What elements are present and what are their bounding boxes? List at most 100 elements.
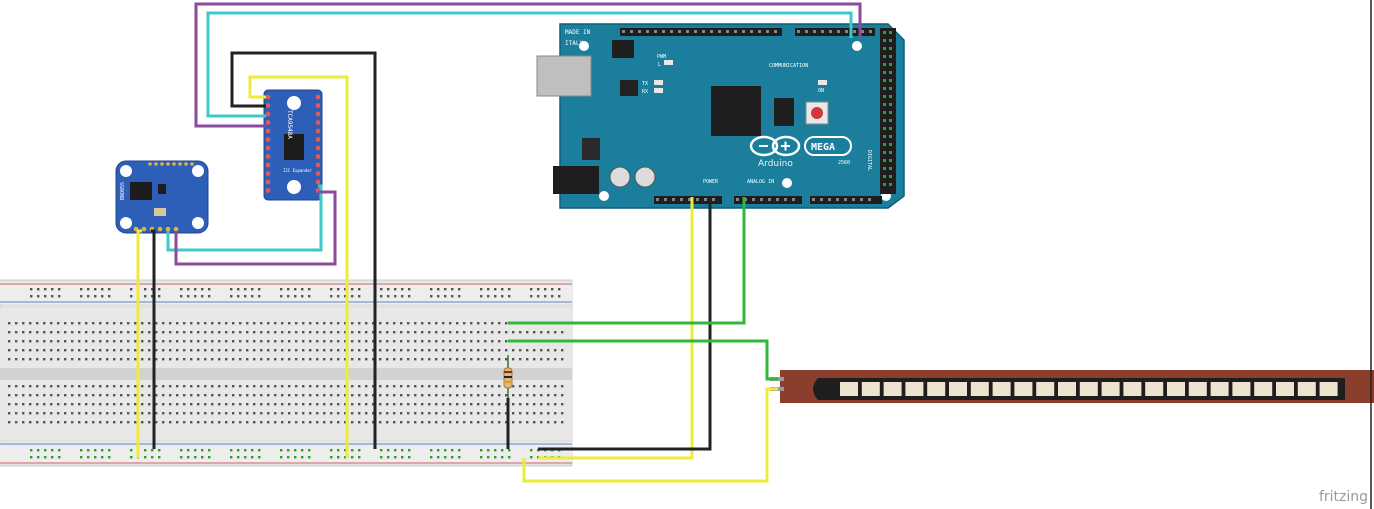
breadboard-hole (225, 349, 228, 352)
breadboard-hole (190, 412, 193, 415)
breadboard-hole (394, 456, 397, 459)
breadboard-hole (80, 456, 83, 459)
breadboard-hole (323, 349, 326, 352)
header-pin (889, 143, 892, 146)
breadboard-hole (183, 358, 186, 361)
breadboard-hole (437, 449, 440, 452)
header-pin (656, 198, 659, 201)
wire-purple-sda[interactable] (194, 2, 862, 128)
breadboard-hole (225, 358, 228, 361)
breadboard-hole (71, 322, 74, 325)
breadboard-hole (372, 385, 375, 388)
breadboard-hole (330, 456, 333, 459)
breadboard-hole (201, 449, 204, 452)
breadboard-hole (435, 394, 438, 397)
reset-button-cap[interactable] (811, 107, 823, 119)
breadboard-hole (451, 456, 454, 459)
breadboard-hole (428, 412, 431, 415)
breadboard-hole (287, 288, 290, 291)
breadboard-hole (379, 385, 382, 388)
breadboard-hole (176, 385, 179, 388)
led-rx (654, 88, 663, 93)
breadboard-hole (463, 340, 466, 343)
header-pin (889, 175, 892, 178)
breadboard-hole (309, 412, 312, 415)
breadboard-hole (71, 331, 74, 334)
wire-black-gnd[interactable] (538, 197, 712, 451)
breadboard-hole (430, 295, 433, 298)
wire-yellow-imu-vin[interactable] (136, 229, 142, 458)
breadboard-hole (421, 412, 424, 415)
breadboard-hole (323, 358, 326, 361)
breadboard-hole (302, 340, 305, 343)
breadboard-hole (337, 322, 340, 325)
breadboard-hole (274, 412, 277, 415)
breadboard-hole (260, 331, 263, 334)
breadboard-hole (43, 358, 46, 361)
wire-green-flex[interactable] (508, 339, 778, 381)
wire-yellow-5v[interactable] (538, 197, 694, 460)
tca9548a-subtitle-label: I2C Expander (283, 168, 312, 173)
breadboard-hole (365, 385, 368, 388)
breadboard-hole (470, 394, 473, 397)
breadboard-hole (519, 331, 522, 334)
breadboard-hole (302, 385, 305, 388)
breadboard-hole (64, 358, 67, 361)
breadboard-hole (430, 449, 433, 452)
breadboard-hole (323, 322, 326, 325)
breadboard-hole (144, 295, 147, 298)
breadboard-hole (8, 385, 11, 388)
breadboard-hole (260, 349, 263, 352)
breadboard-hole (108, 288, 111, 291)
breadboard-hole (15, 340, 18, 343)
breadboard-hole (442, 322, 445, 325)
wire-purple-imu-sda[interactable] (174, 190, 337, 266)
header-pin (883, 39, 886, 42)
wire-black-mux-gnd[interactable] (230, 51, 377, 449)
breadboard-hole (183, 403, 186, 406)
breadboard-hole (15, 403, 18, 406)
breadboard-hole (287, 456, 290, 459)
flex-segment (949, 382, 967, 396)
wire-cyan-scl[interactable] (206, 11, 853, 118)
breadboard-hole (190, 322, 193, 325)
breadboard-hole (211, 421, 214, 424)
breadboard-hole (267, 340, 270, 343)
wire-cyan-imu-scl[interactable] (166, 184, 323, 252)
breadboard-hole (155, 349, 158, 352)
breadboard-hole (444, 449, 447, 452)
breadboard-hole (36, 340, 39, 343)
breadboard-hole (71, 403, 74, 406)
breadboard-hole (141, 322, 144, 325)
breadboard-hole (85, 394, 88, 397)
breadboard-hole (244, 288, 247, 291)
breadboard-hole (442, 349, 445, 352)
header-pin (696, 198, 699, 201)
wire-black-imu-gnd[interactable] (151, 229, 156, 449)
breadboard-hole (267, 322, 270, 325)
mux-pin-left (265, 188, 271, 193)
breadboard-hole (526, 421, 529, 424)
wire-yellow-flex[interactable] (522, 387, 778, 483)
breadboard-hole (94, 456, 97, 459)
breadboard-hole (458, 449, 461, 452)
breadboard-hole (379, 340, 382, 343)
imu-pin (148, 162, 152, 166)
header-pin (662, 30, 665, 33)
breadboard-hole (43, 322, 46, 325)
breadboard-hole (232, 331, 235, 334)
breadboard-hole (232, 322, 235, 325)
breadboard-hole (230, 288, 233, 291)
breadboard-hole (533, 331, 536, 334)
breadboard-hole (519, 349, 522, 352)
breadboard-hole (92, 340, 95, 343)
wire-green-a0[interactable] (508, 197, 746, 325)
breadboard-hole (530, 295, 533, 298)
breadboard-hole (351, 394, 354, 397)
breadboard-hole (456, 322, 459, 325)
breadboard-hole (151, 288, 154, 291)
breadboard-hole (148, 322, 151, 325)
wire-yellow-mux-vin[interactable] (248, 75, 349, 458)
breadboard-hole (183, 349, 186, 352)
breadboard-hole (316, 403, 319, 406)
